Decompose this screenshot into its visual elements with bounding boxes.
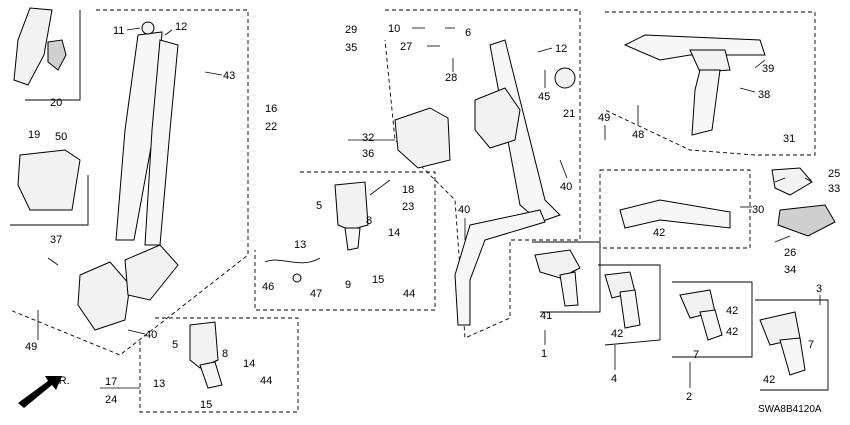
part-29-35-rear-belt [454, 39, 576, 326]
part-1-buckle [534, 249, 581, 307]
callout-2: 2 [686, 391, 692, 403]
part-4-buckle [604, 271, 641, 329]
callout-42-p3: 42 [763, 374, 775, 386]
callout-31: 31 [783, 133, 795, 145]
part-2-buckle [679, 289, 723, 341]
group-outlines [9, 9, 829, 413]
callout-18: 18 [402, 184, 414, 196]
callout-39: 39 [762, 63, 774, 75]
callout-25: 25 [828, 168, 840, 180]
front-direction-arrow: FR. [18, 375, 70, 408]
part-3-buckle [759, 311, 806, 376]
callout-38: 38 [758, 89, 770, 101]
callout-26: 26 [784, 247, 796, 259]
callout-47: 47 [310, 288, 322, 300]
callout-27: 27 [400, 41, 412, 53]
callout-46: 46 [262, 281, 274, 293]
callout-37: 37 [50, 234, 62, 246]
callout-40-left: 40 [145, 329, 157, 341]
callout-6: 6 [465, 27, 471, 39]
callout-48: 48 [632, 129, 644, 141]
callout-12-right: 12 [555, 43, 567, 55]
callout-4: 4 [611, 373, 617, 385]
callout-8-upper: 8 [366, 215, 372, 227]
part-32-36-cover [394, 107, 451, 169]
callout-15-lower: 15 [200, 399, 212, 411]
callout-49-left: 49 [25, 341, 37, 353]
callout-13-upper: 13 [294, 239, 306, 251]
callout-23: 23 [402, 201, 414, 213]
callout-7-p2: 7 [693, 349, 699, 361]
callout-44-upper: 44 [403, 288, 415, 300]
callout-33: 33 [828, 183, 840, 195]
callout-24: 24 [105, 394, 117, 406]
callout-11: 11 [113, 25, 124, 37]
callout-9: 9 [345, 279, 351, 291]
part-50-trim [17, 149, 81, 211]
callout-12: 12 [175, 21, 187, 33]
callout-1: 1 [541, 348, 547, 360]
callout-17: 17 [105, 376, 117, 388]
front-label: FR. [52, 375, 70, 387]
callout-43: 43 [223, 70, 235, 82]
callout-21: 21 [563, 108, 575, 120]
callout-7-p3: 7 [808, 339, 814, 351]
diagram-code: SWA8B4120A [758, 404, 822, 415]
callout-29: 29 [345, 24, 357, 36]
part-16-front-belt-assembly [77, 21, 179, 331]
callout-5-upper: 5 [316, 200, 322, 212]
callouts: 11 12 43 16 22 20 19 50 37 49 40 5 8 14 … [25, 21, 840, 415]
callout-15-upper: 15 [372, 274, 384, 286]
callout-34: 34 [784, 264, 796, 276]
callout-45: 45 [538, 91, 550, 103]
callout-14-lower: 14 [243, 358, 255, 370]
callout-35: 35 [345, 42, 357, 54]
callout-16: 16 [265, 103, 277, 115]
callout-14-upper: 14 [388, 227, 400, 239]
callout-32: 32 [362, 132, 374, 144]
part-30-buckle-set [619, 199, 731, 229]
callout-42-set: 42 [653, 227, 665, 239]
callout-40-right: 40 [560, 181, 572, 193]
callout-41: 41 [540, 310, 552, 322]
callout-20: 20 [50, 97, 62, 109]
callout-42-p2: 42 [726, 305, 738, 317]
part-18-23-buckle [334, 181, 369, 251]
callout-13-lower: 13 [153, 378, 165, 390]
part-46-47-harness [264, 257, 321, 283]
part-25-33-26-34-anchors [771, 167, 836, 237]
callout-44-lower: 44 [260, 375, 272, 387]
callout-30: 30 [752, 204, 764, 216]
callout-28: 28 [445, 72, 457, 84]
callout-50: 50 [55, 131, 67, 143]
callout-22: 22 [265, 121, 277, 133]
callout-10: 10 [388, 23, 400, 35]
leader-lines [37, 27, 821, 389]
callout-42-p4: 42 [611, 328, 623, 340]
part-17-24-buckle [189, 321, 223, 389]
callout-3: 3 [816, 283, 822, 295]
callout-5-lower: 5 [172, 339, 178, 351]
callout-42-p2b: 42 [726, 326, 738, 338]
part-31-center-belt [623, 34, 766, 136]
callout-36: 36 [362, 148, 374, 160]
callout-8-lower: 8 [222, 348, 228, 360]
callout-40-mid: 40 [458, 204, 470, 216]
callout-49-right: 49 [598, 112, 610, 124]
part-19-20-cover [13, 7, 67, 86]
callout-19: 19 [28, 129, 40, 141]
